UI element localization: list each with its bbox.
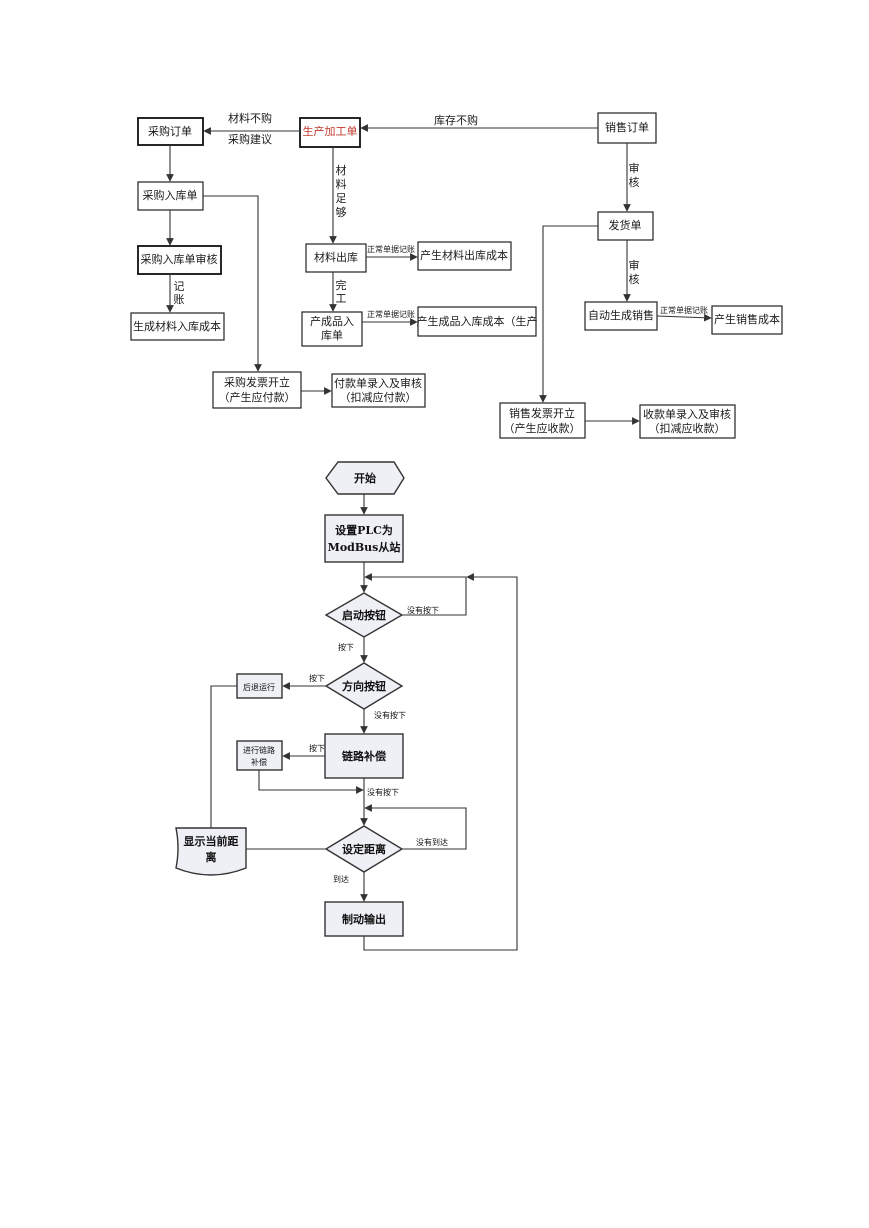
do-comp-label-1: 进行链路 (243, 745, 275, 755)
finish-1: 完 (336, 278, 347, 292)
delivery-box: 发货单 (597, 211, 654, 241)
do-comp-box: 进行链路 补偿 (236, 740, 283, 771)
chain-comp-box: 链路补偿 (324, 733, 404, 779)
direction-button-label: 方向按钮 (342, 679, 386, 693)
purchase-suggest-label: 采购建议 (228, 132, 272, 146)
material-out-cost-label: 产生材料出库成本 (420, 248, 508, 262)
material-in-cost-box: 生成材料入库成本 (130, 312, 225, 341)
erp-flow: 采购订单 生产加工单 销售订单 采购入库单 采购入库单审核 生成材料入库成本 材… (130, 111, 783, 439)
sales-order-box: 销售订单 (597, 112, 657, 144)
start-node: 开始 (325, 461, 405, 495)
set-distance-label: 设定距离 (342, 842, 386, 856)
pressed-label-1: 按下 (338, 642, 354, 652)
record-1: 记 (174, 280, 185, 293)
product-in-cost-label: 产生成品入库成本（生产 (417, 314, 538, 328)
finish-2: 工 (336, 292, 347, 305)
record-2: 账 (174, 293, 185, 306)
audit-1b: 核 (629, 175, 640, 189)
production-order-label: 生产加工单 (303, 124, 358, 138)
display-label-1: 显示当前距 (184, 834, 239, 848)
purchase-order-label: 采购订单 (148, 124, 192, 138)
not-pressed-label-1: 没有按下 (407, 605, 439, 615)
audit-1a: 审 (629, 161, 640, 175)
product-in-label-1: 产成品入 (310, 314, 354, 328)
not-reached-label: 没有到达 (416, 837, 448, 847)
sales-cost-label: 产生销售成本 (714, 312, 780, 326)
set-plc-label-2: ModBus从站 (328, 540, 401, 554)
not-pressed-label-2: 没有按下 (374, 710, 406, 720)
material-out-box: 材料出库 (305, 243, 367, 273)
sales-cost-box: 产生销售成本 (711, 305, 783, 335)
auto-sales-label: 自动生成销售 (588, 308, 654, 322)
purchase-invoice-label-1: 采购发票开立 (224, 375, 290, 389)
delivery-label: 发货单 (609, 218, 642, 232)
set-distance-decision: 设定距离 (324, 825, 404, 873)
sales-order-label: 销售订单 (605, 120, 649, 134)
brake-output-box: 制动输出 (324, 901, 404, 937)
product-in-box: 产成品入 库单 (301, 311, 363, 347)
sales-invoice-label-1: 销售发票开立 (509, 406, 575, 420)
chain-comp-label: 链路补偿 (342, 749, 386, 763)
sales-invoice-box: 销售发票开立 （产生应收款） (499, 402, 586, 439)
material-enough-4: 够 (336, 206, 347, 219)
pressed-label-2: 按下 (309, 673, 325, 683)
receipt-label-2: （扣减应收款） (649, 421, 726, 435)
payment-label-2: （扣减应付款） (340, 390, 417, 404)
audit-2a: 审 (629, 258, 640, 272)
set-plc-label-1: 设置PLC为 (335, 523, 393, 537)
receipt-label-1: 收款单录入及审核 (643, 407, 731, 421)
brake-output-label: 制动输出 (342, 912, 386, 926)
purchase-receipt-label: 采购入库单 (143, 188, 198, 202)
normal-post-3: 正常单据记账 (660, 305, 708, 315)
material-out-cost-box: 产生材料出库成本 (417, 241, 512, 271)
payment-box: 付款单录入及审核 （扣减应付款） (331, 373, 426, 408)
do-comp-label-2: 补偿 (251, 757, 267, 767)
not-pressed-label-3: 没有按下 (367, 787, 399, 797)
start-label: 开始 (354, 471, 376, 485)
pressed-label-3: 按下 (309, 743, 325, 753)
material-out-label: 材料出库 (314, 250, 358, 264)
set-plc-box: 设置PLC为 ModBus从站 (324, 514, 404, 563)
purchase-invoice-box: 采购发票开立 （产生应付款） (212, 371, 302, 409)
reached-label: 到达 (333, 874, 349, 884)
purchase-invoice-label-2: （产生应付款） (219, 390, 296, 404)
material-enough-1: 材 (336, 163, 347, 177)
normal-post-1: 正常单据记账 (367, 244, 415, 254)
sales-invoice-label-2: （产生应收款） (504, 421, 581, 435)
purchase-order-box: 采购订单 (137, 117, 204, 146)
display-distance-box: 显示当前距 离 (175, 827, 247, 876)
material-in-cost-label: 生成材料入库成本 (133, 319, 221, 333)
start-button-label: 启动按钮 (342, 608, 386, 622)
reverse-run-label: 后退运行 (243, 682, 275, 692)
normal-post-2: 正常单据记账 (367, 309, 415, 319)
purchase-receipt-box: 采购入库单 (137, 181, 204, 211)
product-in-label-2: 库单 (321, 329, 343, 342)
payment-label-1: 付款单录入及审核 (334, 376, 422, 390)
material-enough-2: 料 (336, 177, 347, 191)
product-in-cost-box: 产生成品入库成本（生产 (417, 306, 538, 337)
reverse-run-box: 后退运行 (236, 673, 283, 699)
display-label-2: 离 (206, 850, 217, 864)
stock-short-label: 库存不购 (434, 113, 478, 127)
audit-2b: 核 (629, 272, 640, 286)
direction-button-decision: 方向按钮 (324, 662, 404, 710)
material-short-label: 材料不购 (228, 111, 272, 125)
auto-sales-box: 自动生成销售 (584, 301, 658, 331)
receipt-audit-box: 采购入库单审核 (137, 245, 222, 275)
production-order-box: 生产加工单 (299, 117, 361, 148)
material-enough-3: 足 (336, 192, 347, 205)
plc-flow: 开始 设置PLC为 ModBus从站 启动按钮 方向按钮 后退运行 链路补偿 (175, 461, 518, 951)
receipt-audit-label: 采购入库单审核 (141, 252, 218, 266)
receipt-box: 收款单录入及审核 （扣减应收款） (639, 404, 736, 439)
start-button-decision: 启动按钮 (324, 592, 404, 638)
